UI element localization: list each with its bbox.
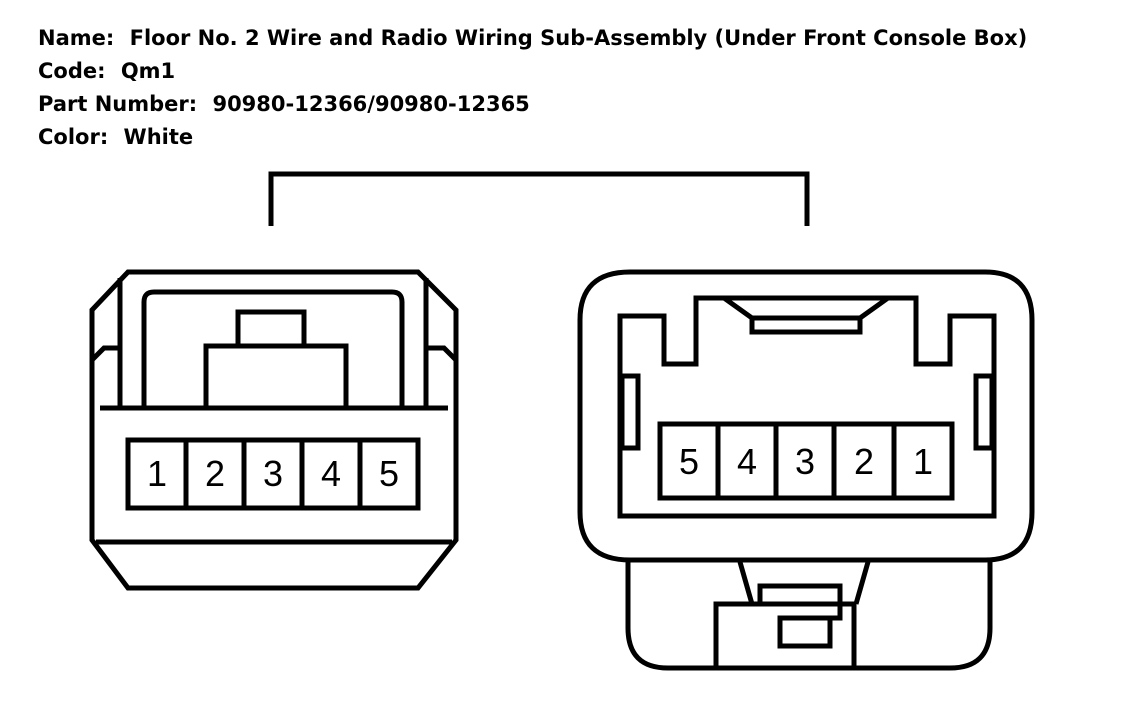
left-pin-1: 1 — [147, 453, 167, 494]
right-connector-lock — [625, 560, 993, 671]
right-pin-4: 4 — [737, 441, 757, 482]
left-pin-block — [125, 437, 421, 511]
color-value: White — [123, 125, 194, 149]
left-pin-2: 2 — [205, 453, 225, 494]
right-pin-1: 1 — [913, 441, 933, 482]
part-number-value: 90980-12366/90980-12365 — [212, 92, 530, 116]
left-pin-5: 5 — [379, 453, 399, 494]
name-line: Name: Floor No. 2 Wire and Radio Wiring … — [38, 22, 1027, 55]
left-pin-4: 4 — [321, 453, 341, 494]
right-pin-3: 3 — [795, 441, 815, 482]
connector-info: Name: Floor No. 2 Wire and Radio Wiring … — [38, 22, 1027, 154]
mating-bracket — [268, 171, 810, 226]
code-line: Code: Qm1 — [38, 55, 1027, 88]
name-label: Name: — [38, 26, 115, 50]
left-connector-outline — [89, 269, 459, 591]
part-number-line: Part Number: 90980-12366/90980-12365 — [38, 88, 1027, 121]
left-pin-3: 3 — [263, 453, 283, 494]
code-label: Code: — [38, 59, 106, 83]
part-number-label: Part Number: — [38, 92, 198, 116]
code-value: Qm1 — [120, 59, 176, 83]
color-line: Color: White — [38, 121, 1027, 154]
right-pin-block — [657, 421, 955, 501]
right-connector-outline — [577, 269, 1035, 563]
right-pin-2: 2 — [854, 441, 874, 482]
right-pin-numbers: 5 4 3 2 1 — [679, 441, 933, 482]
name-value: Floor No. 2 Wire and Radio Wiring Sub-As… — [129, 26, 1028, 50]
right-pin-5: 5 — [679, 441, 699, 482]
color-label: Color: — [38, 125, 109, 149]
left-pin-numbers: 1 2 3 4 5 — [147, 453, 399, 494]
